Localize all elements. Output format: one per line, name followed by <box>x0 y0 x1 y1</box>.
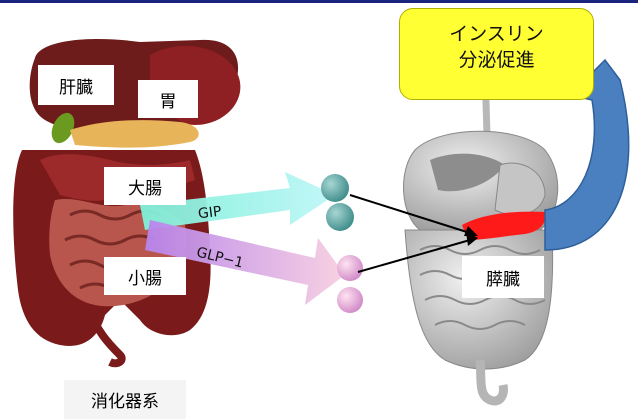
large-intestine-label: 大腸 <box>104 167 186 205</box>
stomach-label: 胃 <box>138 80 198 118</box>
gip-arrow-label: GIP <box>197 204 222 223</box>
callout-line-2: 分泌促進 <box>400 47 593 73</box>
callout-line-1: インスリン <box>400 21 593 47</box>
pancreas-label: 膵臓 <box>462 256 544 298</box>
glp1-molecule-1 <box>337 255 363 281</box>
glp1-molecule-2 <box>337 287 363 313</box>
digestive-system-label: 消化器系 <box>64 380 186 419</box>
insulin-secretion-callout: インスリン 分泌促進 <box>399 8 594 100</box>
body-organs-figure <box>404 70 558 401</box>
gip-molecule-1 <box>321 174 349 202</box>
small-intestine-label: 小腸 <box>104 257 186 295</box>
liver-label: 肝臓 <box>38 65 114 105</box>
gip-molecule-2 <box>326 203 354 231</box>
